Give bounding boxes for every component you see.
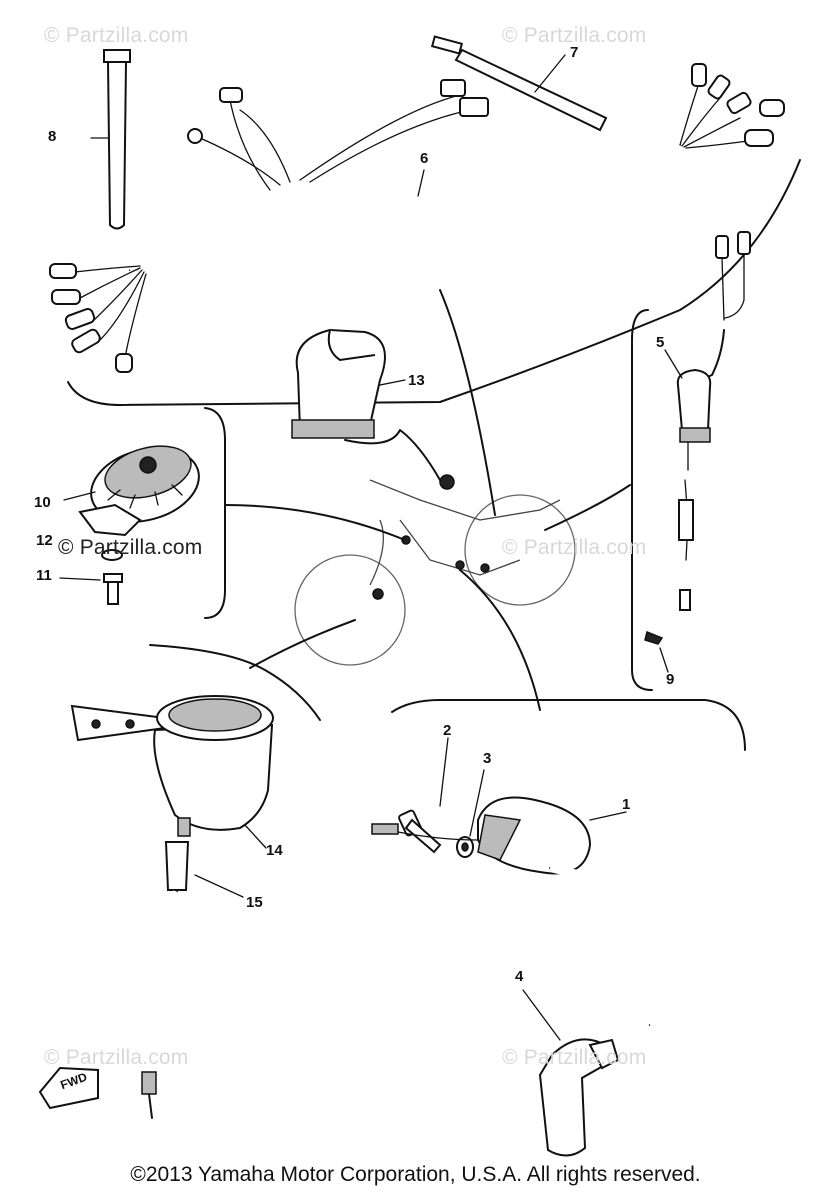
callout-12: 12 xyxy=(36,532,53,549)
callout-3: 3 xyxy=(483,750,492,767)
callout-15: 15 xyxy=(246,894,263,911)
part-14-speedometer xyxy=(70,695,274,849)
part-12-11-washer-bolt xyxy=(59,549,123,605)
part-2-bolt xyxy=(398,737,449,854)
relay-group-bracket xyxy=(631,309,653,691)
part-6-wire-harness xyxy=(49,63,785,373)
part-7-cable-tie xyxy=(430,35,608,132)
fwd-arrow xyxy=(38,1066,99,1110)
callout-13: 13 xyxy=(408,372,425,389)
part-1-ignition-coil xyxy=(371,796,729,1029)
part-3-washer xyxy=(456,769,485,858)
motorcycle-outline xyxy=(224,289,631,711)
part-8-cable-tie xyxy=(90,49,131,230)
callout-11: 11 xyxy=(36,567,52,584)
callout-4: 4 xyxy=(515,968,524,985)
callout-9: 9 xyxy=(666,671,675,688)
part-5-relay xyxy=(664,231,751,611)
callout-1: 1 xyxy=(622,796,631,813)
watermark-mid-left: © Partzilla.com xyxy=(58,536,203,559)
callout-10: 10 xyxy=(34,494,51,511)
part-13-handlebar-switch xyxy=(291,328,455,490)
watermark-top-left: © Partzilla.com xyxy=(44,24,189,47)
callout-5: 5 xyxy=(656,334,665,351)
callout-14: 14 xyxy=(266,842,283,859)
speedometer-group-border xyxy=(149,644,321,721)
part-9-clip xyxy=(644,630,669,673)
harness-group-border xyxy=(67,159,801,406)
part-10-horn xyxy=(63,445,200,537)
callout-6: 6 xyxy=(420,150,429,167)
ignition-group-border xyxy=(391,699,746,751)
copyright-notice: ©2013 Yamaha Motor Corporation, U.S.A. A… xyxy=(130,1163,701,1186)
part-4-plug-cap xyxy=(522,989,620,1157)
horn-group-bracket xyxy=(204,407,226,619)
watermark-bottom-left: © Partzilla.com xyxy=(44,1046,189,1069)
callout-7: 7 xyxy=(570,44,579,61)
parts-diagram xyxy=(38,35,801,1157)
callout-2: 2 xyxy=(443,722,452,739)
watermark-bottom-right: © Partzilla.com xyxy=(502,1046,647,1069)
callout-8: 8 xyxy=(48,128,57,145)
watermark-top-right: © Partzilla.com xyxy=(502,24,647,47)
watermark-mid-right: © Partzilla.com xyxy=(502,536,647,559)
part-15-speedometer-cable xyxy=(141,817,244,1119)
